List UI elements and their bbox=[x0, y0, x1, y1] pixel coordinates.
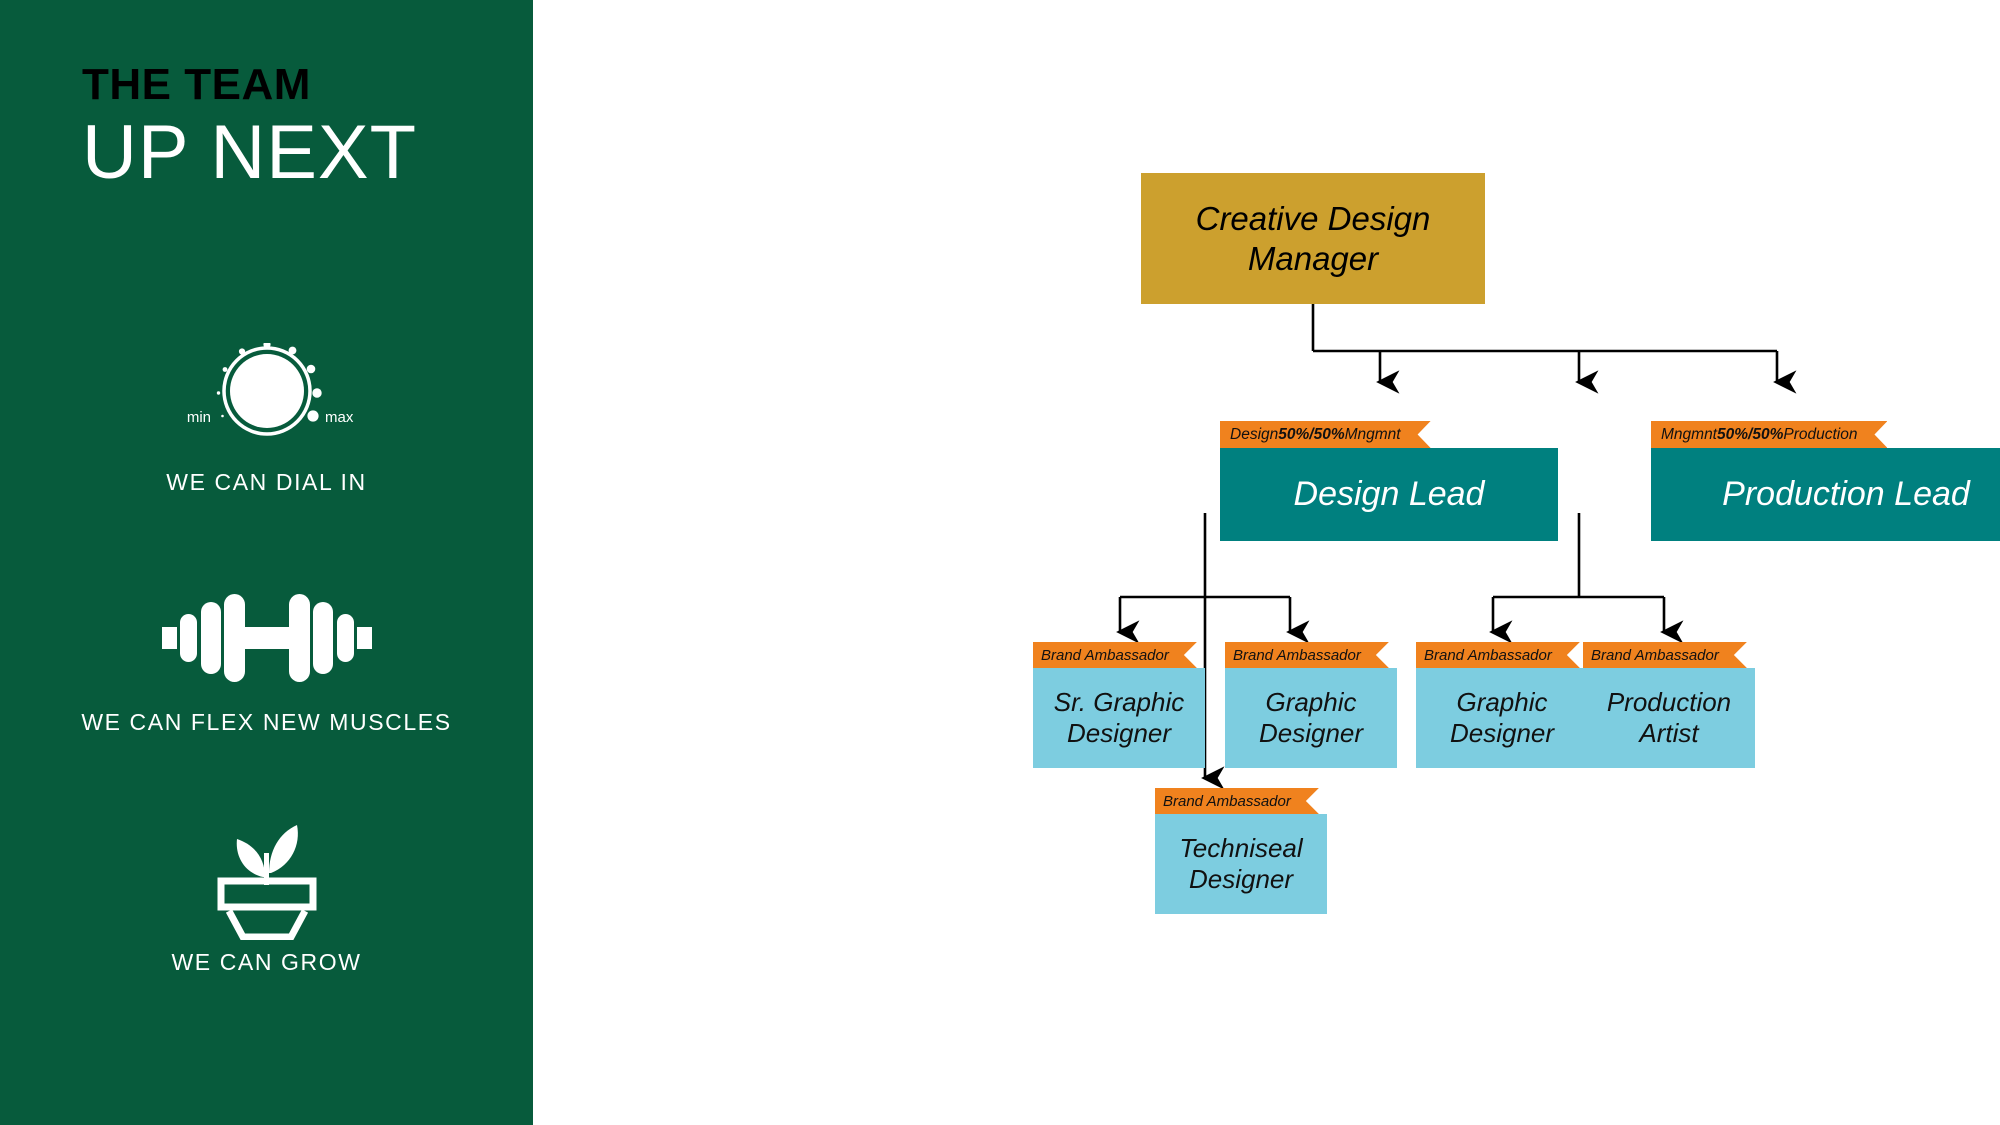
org-node-techniseal-designer[interactable]: Brand Ambassador Techniseal Designer bbox=[1155, 814, 1327, 914]
tag-split: 50%/50% bbox=[1278, 425, 1345, 443]
potted-plant-icon bbox=[0, 820, 533, 940]
dial-max-label: max bbox=[325, 409, 354, 426]
tag-split: 50%/50% bbox=[1717, 425, 1784, 443]
org-node-title: Production Lead bbox=[1722, 475, 1970, 514]
org-node-title: Design Lead bbox=[1293, 475, 1485, 514]
org-node-sr-graphic-designer[interactable]: Brand Ambassador Sr. Graphic Designer bbox=[1033, 668, 1205, 768]
org-node-graphic-designer-2[interactable]: Brand Ambassador Graphic Designer bbox=[1416, 668, 1588, 768]
page-title: UP NEXT bbox=[82, 110, 418, 196]
org-node-title-line1: Sr. Graphic bbox=[1053, 686, 1185, 717]
org-node-title-line2: Designer bbox=[1188, 864, 1294, 894]
feature-grow: WE CAN GROW bbox=[0, 820, 533, 976]
org-node-tag-techniseal-designer: Brand Ambassador bbox=[1155, 788, 1319, 814]
org-node-tag-graphic-designer-1: Brand Ambassador bbox=[1225, 642, 1389, 668]
tag-label: Brand Ambassador bbox=[1591, 646, 1719, 664]
org-node-design-lead[interactable]: Design 50%/50% Mngmnt Design Lead bbox=[1220, 448, 1558, 541]
org-node-title-line2: Designer bbox=[1258, 718, 1364, 748]
org-node-graphic-designer-1[interactable]: Brand Ambassador Graphic Designer bbox=[1225, 668, 1397, 768]
tag-label: Brand Ambassador bbox=[1041, 646, 1169, 664]
dial-icon: min max bbox=[0, 340, 533, 455]
feature-label-grow: WE CAN GROW bbox=[171, 949, 362, 975]
org-node-tag-graphic-designer-2: Brand Ambassador bbox=[1416, 642, 1580, 668]
org-node-production-artist[interactable]: Brand Ambassador Production Artist bbox=[1583, 668, 1755, 768]
tag-label: Brand Ambassador bbox=[1233, 646, 1361, 664]
org-node-production-lead[interactable]: Mngmnt 50%/50% Production Production Lea… bbox=[1651, 448, 2000, 541]
org-node-box: Design Lead bbox=[1220, 448, 1558, 541]
org-node-title-line1: Production bbox=[1606, 686, 1732, 717]
org-node-title-line1: Creative Design bbox=[1195, 199, 1431, 237]
org-node-title-line1: Graphic bbox=[1456, 686, 1548, 717]
org-node-box: Production Lead bbox=[1651, 448, 2000, 541]
title-block: THE TEAM UP NEXT bbox=[82, 60, 418, 196]
dial-min-label: min bbox=[186, 409, 210, 426]
page-title-kicker: THE TEAM bbox=[82, 60, 311, 109]
org-node-title-line2: Manager bbox=[1247, 239, 1379, 277]
org-chart-connectors bbox=[1116, 304, 1797, 790]
tag-label: Brand Ambassador bbox=[1163, 792, 1291, 810]
org-node-tag-sr-graphic-designer: Brand Ambassador bbox=[1033, 642, 1197, 668]
feature-dial-in: min max WE CAN DIAL IN bbox=[0, 340, 533, 496]
org-node-box: Techniseal Designer bbox=[1155, 814, 1327, 914]
org-node-box: Graphic Designer bbox=[1416, 668, 1588, 768]
feature-label-dial-in: WE CAN DIAL IN bbox=[166, 469, 367, 495]
org-node-tag-production-artist: Brand Ambassador bbox=[1583, 642, 1747, 668]
org-node-tag-production-lead: Mngmnt 50%/50% Production bbox=[1651, 421, 1887, 448]
org-node-box: Graphic Designer bbox=[1225, 668, 1397, 768]
sidebar-panel: THE TEAM UP NEXT min bbox=[0, 0, 533, 1125]
tag-label: Brand Ambassador bbox=[1424, 646, 1552, 664]
org-node-title-line1: Techniseal bbox=[1179, 832, 1303, 863]
feature-flex-muscles: WE CAN FLEX NEW MUSCLES bbox=[0, 580, 533, 736]
org-node-title-line2: Artist bbox=[1639, 718, 1699, 748]
org-node-creative-design-manager[interactable]: Creative Design Manager bbox=[1141, 173, 1485, 304]
org-node-title-line2: Designer bbox=[1449, 718, 1555, 748]
org-node-title-line2: Designer bbox=[1066, 718, 1172, 748]
org-node-box: Sr. Graphic Designer bbox=[1033, 668, 1205, 768]
feature-label-flex-muscles: WE CAN FLEX NEW MUSCLES bbox=[81, 709, 452, 735]
tag-suffix: Mngmnt bbox=[1344, 425, 1401, 443]
org-node-tag-design-lead: Design 50%/50% Mngmnt bbox=[1220, 421, 1431, 448]
org-node-box: Creative Design Manager bbox=[1141, 173, 1485, 304]
tag-prefix: Mngmnt bbox=[1661, 425, 1717, 443]
org-node-box: Production Artist bbox=[1583, 668, 1755, 768]
dumbbell-icon bbox=[0, 580, 533, 695]
org-node-title-line1: Graphic bbox=[1265, 686, 1357, 717]
tag-prefix: Design bbox=[1230, 425, 1279, 443]
org-chart: Creative Design Manager Design 50%/50% M… bbox=[533, 0, 2000, 1125]
tag-suffix: Production bbox=[1783, 425, 1858, 443]
